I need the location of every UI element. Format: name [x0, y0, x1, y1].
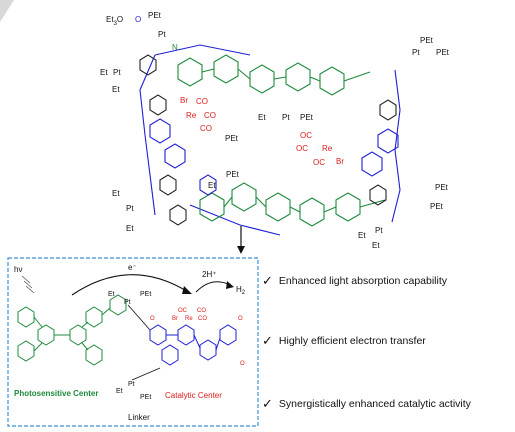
corner-fold	[0, 0, 14, 22]
metallacage-structure	[139, 44, 401, 236]
svg-text:Et3O: Et3O	[106, 15, 123, 27]
svg-text:Br: Br	[180, 96, 188, 105]
svg-text:CO: CO	[200, 124, 212, 133]
right-blue-edge	[391, 69, 401, 223]
svg-text:PEt: PEt	[226, 170, 240, 179]
svg-text:N: N	[172, 43, 178, 52]
feature-electron-transfer: ✓ Highly efficient electron transfer	[262, 334, 426, 347]
feature-light-absorption: ✓ Enhanced light absorption capability	[262, 274, 447, 287]
feature-text: Enhanced light absorption capability	[278, 274, 448, 287]
bottom-blue-link	[189, 204, 281, 236]
svg-text:Re: Re	[185, 316, 193, 322]
svg-text:Et: Et	[126, 224, 134, 233]
catalytic-re-labels: OC CO Br Re CO O O O	[150, 308, 245, 367]
black-phenyl-rings	[139, 54, 397, 226]
svg-text:O: O	[150, 316, 155, 322]
linker-bond-top	[127, 304, 151, 331]
svg-text:CO: CO	[196, 97, 208, 106]
svg-text:OC: OC	[178, 308, 188, 314]
svg-text:OC: OC	[300, 131, 312, 140]
svg-text:Et: Et	[358, 231, 366, 240]
svg-text:OC: OC	[313, 158, 325, 167]
svg-text:PEt: PEt	[420, 36, 434, 45]
label-et3p: Et	[106, 15, 114, 24]
top-blue-link	[154, 44, 251, 56]
svg-text:Et: Et	[100, 68, 108, 77]
svg-text:PEt: PEt	[300, 113, 314, 122]
svg-text:O: O	[240, 361, 245, 367]
svg-text:PEt: PEt	[148, 11, 162, 20]
proton-reduction-arrow	[195, 281, 231, 293]
svg-text:PEt: PEt	[140, 394, 151, 401]
svg-text:Pt: Pt	[113, 68, 121, 77]
left-blue-edge	[139, 54, 156, 216]
linker-label: Linker	[128, 413, 150, 422]
svg-text:CO: CO	[197, 308, 206, 314]
svg-text:Pt: Pt	[126, 204, 134, 213]
svg-text:Et: Et	[258, 113, 266, 122]
top-structure-labels: Et3O O PEt Pt N Et Pt Et PEt Pt PEt Et P…	[100, 11, 450, 250]
svg-text:Pt: Pt	[124, 299, 131, 306]
blue-bipyridine-rings	[149, 118, 399, 196]
top-tpe-arms	[177, 54, 371, 96]
electron-label: e⁻	[128, 263, 137, 272]
catalytic-structure	[149, 324, 237, 366]
hv-label: hν	[14, 265, 22, 274]
catalytic-center-label: Catalytic Center	[165, 391, 222, 400]
svg-text:Et: Et	[112, 85, 120, 94]
svg-text:Pt: Pt	[128, 381, 135, 388]
svg-text:OC: OC	[296, 144, 308, 153]
feature-text: Synergistically enhanced catalytic activ…	[278, 397, 471, 410]
svg-text:Re: Re	[322, 144, 333, 153]
svg-text:Br: Br	[336, 157, 344, 166]
svg-text:Et: Et	[372, 241, 380, 250]
svg-text:Et: Et	[112, 189, 120, 198]
protons-label: 2H⁺	[202, 270, 216, 279]
svg-text:CO: CO	[198, 316, 207, 322]
svg-text:Et: Et	[108, 291, 115, 298]
svg-text:CO: CO	[204, 111, 216, 120]
photosensitive-structure	[17, 294, 127, 366]
svg-text:Pt: Pt	[158, 30, 166, 39]
svg-text:Et: Et	[208, 181, 216, 190]
svg-text:PEt: PEt	[225, 134, 239, 143]
linker-bond-bottom	[131, 367, 161, 381]
light-arrows	[21, 275, 35, 294]
mechanism-panel-border	[7, 257, 259, 427]
svg-text:Br: Br	[172, 316, 178, 322]
svg-text:Et: Et	[116, 388, 123, 395]
svg-text:PEt: PEt	[430, 202, 444, 211]
svg-text:PEt: PEt	[436, 48, 450, 57]
svg-text:PEt: PEt	[140, 291, 151, 298]
electron-transfer-arrow	[71, 274, 189, 296]
check-icon: ✓	[262, 396, 273, 411]
svg-text:Pt: Pt	[282, 113, 290, 122]
photosensitive-center-label: Photosensitive Center	[14, 389, 98, 398]
check-icon: ✓	[262, 333, 273, 348]
svg-text:Pt: Pt	[412, 48, 420, 57]
feature-text: Highly efficient electron transfer	[278, 334, 426, 347]
svg-text:O: O	[135, 15, 141, 24]
electron-arrow-head	[182, 286, 192, 294]
re-complex-labels: Br CO Re CO CO OC OC Re OC Br	[180, 96, 344, 167]
svg-text:PEt: PEt	[435, 183, 449, 192]
svg-text:O: O	[238, 316, 243, 322]
check-icon: ✓	[262, 273, 273, 288]
hydrogen-label: H2	[236, 285, 246, 296]
down-arrow	[237, 226, 245, 254]
svg-text:Pt: Pt	[375, 226, 383, 235]
linker-pt-labels: Et PEt Pt Et PEt Pt	[108, 291, 151, 401]
proton-arrow-head	[226, 281, 234, 289]
feature-catalytic-activity: ✓ Synergistically enhanced catalytic act…	[262, 397, 471, 410]
svg-text:Re: Re	[186, 111, 197, 120]
